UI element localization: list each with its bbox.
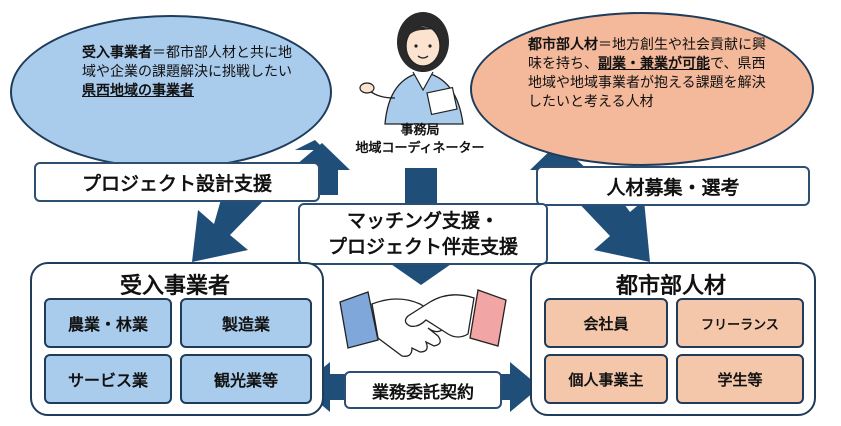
arrow-center-head bbox=[388, 262, 454, 285]
talent-cell-freelance: フリーランス bbox=[676, 298, 804, 348]
receiver-cell-manufacturing: 製造業 bbox=[180, 298, 312, 348]
coordinator-label: 事務局 地域コーディネーター bbox=[330, 122, 510, 158]
talent-cell-student: 学生等 bbox=[676, 354, 804, 404]
talent-panel-title: 都市部人材 bbox=[615, 274, 726, 299]
receiver-highlight: 県西地域の事業者 bbox=[82, 83, 194, 99]
coordinator-office: 事務局 bbox=[400, 123, 440, 138]
matching-support-label: マッチング支援・ プロジェクト伴走支援 bbox=[298, 203, 548, 265]
coordinator-role: 地域コーディネーター bbox=[355, 141, 485, 156]
talent-definition-text: 都市部人材＝地方創生や社会貢献に興味を持ち、副業・兼業が可能で、県西地域や地域事… bbox=[528, 36, 766, 112]
handshake-icon bbox=[339, 289, 507, 357]
receiver-cell-tourism: 観光業等 bbox=[180, 354, 312, 404]
receiver-cell-service: サービス業 bbox=[44, 354, 172, 404]
talent-definition-ellipse bbox=[470, 12, 814, 166]
matching-line2: プロジェクト伴走支援 bbox=[327, 236, 518, 258]
receiver-definition-text: 受入事業者＝都市部人材と共に地域や企業の課題解決に挑戦したい県西地域の事業者 bbox=[82, 44, 294, 101]
arrow-down-left bbox=[192, 196, 268, 262]
matching-line1: マッチング支援・ bbox=[346, 210, 499, 232]
project-design-support-label: プロジェクト設計支援 bbox=[34, 162, 320, 202]
arrow-down-right bbox=[572, 196, 650, 262]
coordinator-face bbox=[405, 25, 441, 67]
outsourcing-contract-label: 業務委託契約 bbox=[344, 371, 502, 409]
talent-description-b: で、県西地域や地域事業者が抱える課題を解決したいと考える人材 bbox=[528, 56, 766, 110]
talent-description-a: ＝地方創生や社会貢献に興味を持ち、 bbox=[528, 37, 766, 72]
coordinator-illustration bbox=[359, 12, 464, 125]
receiver-term: 受入事業者 bbox=[82, 45, 152, 61]
recruitment-selection-label: 人材募集・選考 bbox=[536, 166, 810, 206]
talent-highlight: 副業・兼業が可能 bbox=[598, 56, 710, 72]
talent-cell-employee: 会社員 bbox=[544, 298, 668, 348]
receiver-definition-ellipse bbox=[10, 15, 332, 169]
receiver-description: ＝都市部人材と共に地域や企業の課題解決に挑戦したい bbox=[82, 45, 292, 80]
receiver-cell-agriculture: 農業・林業 bbox=[44, 298, 172, 348]
receiver-panel-title: 受入事業者 bbox=[119, 274, 230, 299]
talent-cell-sole-proprietor: 個人事業主 bbox=[544, 354, 668, 404]
talent-term: 都市部人材 bbox=[528, 37, 598, 53]
